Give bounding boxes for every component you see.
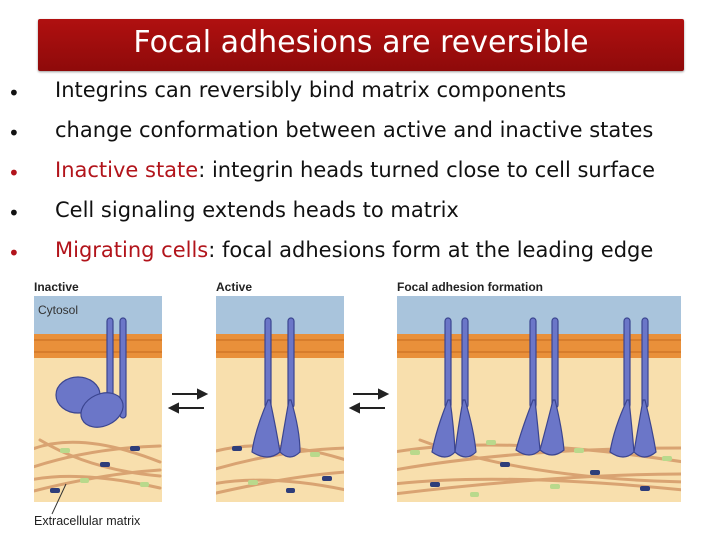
slide-title: Focal adhesions are reversible	[133, 25, 589, 60]
ecm-leader-line	[51, 483, 67, 515]
bullet-dot: •	[8, 161, 20, 185]
bullet-dot: •	[8, 121, 20, 145]
panel-focal-adhesion	[397, 296, 681, 502]
matrix-particles	[410, 440, 672, 497]
panel-inactive: Cytosol	[34, 296, 162, 502]
bullet-text: change conformation between active and i…	[55, 118, 654, 142]
bullet-text: Cell signaling extends heads to matrix	[55, 198, 459, 222]
panel-label-active: Active	[216, 280, 253, 294]
matrix-particles	[232, 446, 332, 493]
bullet-dot: •	[8, 81, 20, 105]
bullet-dot: •	[8, 241, 20, 265]
bullet-highlight: Inactive state	[55, 158, 199, 182]
matrix-particles	[50, 446, 149, 493]
integrin-active	[251, 317, 301, 458]
panel-label-inactive: Inactive	[34, 280, 79, 294]
bullet-list: • Integrins can reversibly bind matrix c…	[0, 72, 720, 272]
bullet-item: • Inactive state: integrin heads turned …	[0, 152, 720, 192]
panel-label-focal: Focal adhesion formation	[397, 280, 544, 294]
bullet-item: • Integrins can reversibly bind matrix c…	[0, 72, 720, 112]
bullet-text: : focal adhesions form at the leading ed…	[208, 238, 654, 262]
title-bar: Focal adhesions are reversible	[38, 19, 684, 71]
equilibrium-arrows-2	[348, 388, 390, 414]
bullet-item: • Migrating cells: focal adhesions form …	[0, 232, 720, 272]
bullet-dot: •	[8, 201, 20, 225]
bullet-item: • change conformation between active and…	[0, 112, 720, 152]
matrix-fibers	[216, 444, 344, 495]
bullet-item: • Cell signaling extends heads to matrix	[0, 192, 720, 232]
bullet-highlight: Migrating cells	[55, 238, 209, 262]
bullet-text: Integrins can reversibly bind matrix com…	[55, 78, 567, 102]
integrin-cluster	[431, 317, 657, 458]
panel-active	[216, 296, 344, 502]
equilibrium-arrows-1	[167, 388, 209, 414]
integrin-inactive	[55, 317, 127, 428]
bullet-text: : integrin heads turned close to cell su…	[198, 158, 656, 182]
cytosol-label: Cytosol	[38, 303, 78, 317]
extracellular-matrix-label: Extracellular matrix	[34, 514, 141, 528]
